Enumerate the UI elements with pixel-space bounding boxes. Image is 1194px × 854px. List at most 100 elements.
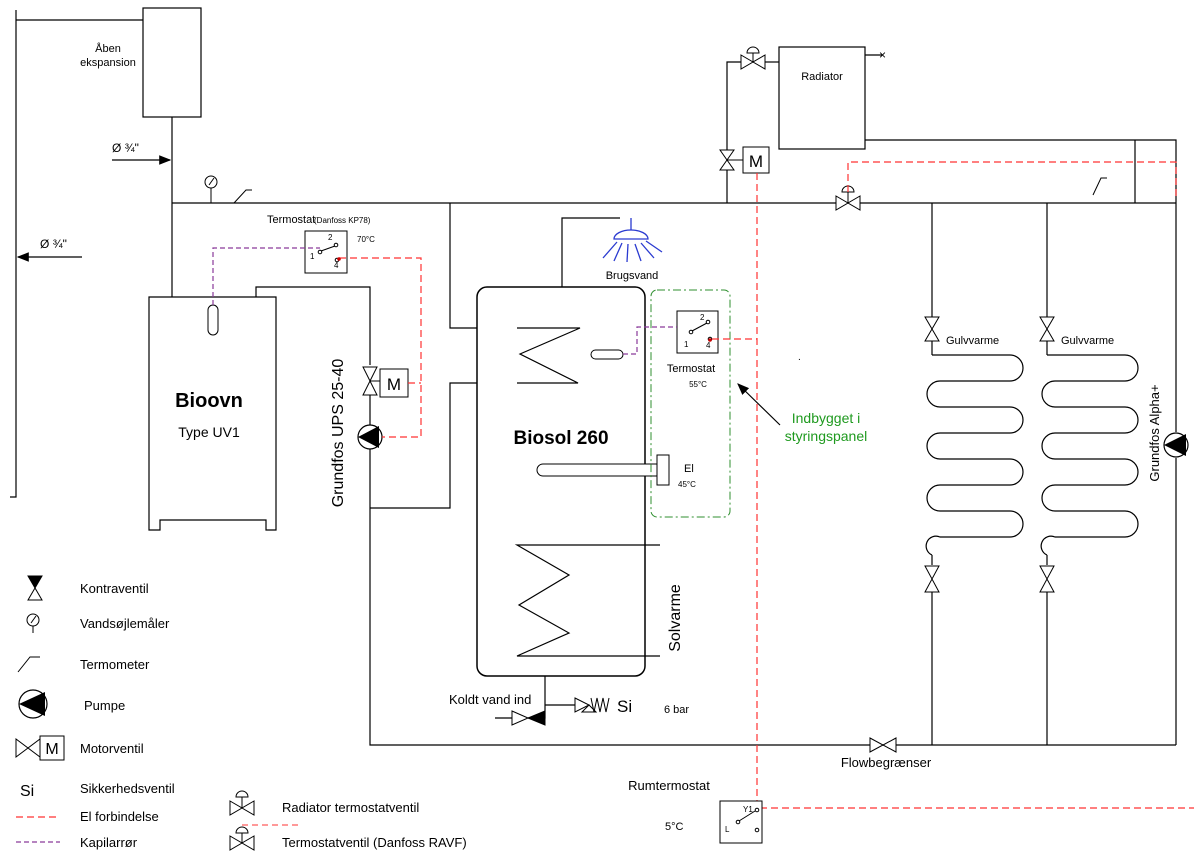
water-gauge-icon xyxy=(204,175,218,203)
electric-lines xyxy=(339,161,1194,809)
thermometer-icon xyxy=(233,189,252,204)
floor-heating-coil-1 xyxy=(925,354,1024,556)
contact-2-tank: 2 xyxy=(700,313,705,322)
room-thermostat-switch-icon xyxy=(735,807,760,833)
heater-element xyxy=(536,463,663,477)
stove xyxy=(148,296,277,531)
thermostat-top-switch-icon xyxy=(317,242,340,263)
expansion-tank xyxy=(142,7,202,118)
tank-name: Biosol 260 xyxy=(513,428,608,449)
room-contact-l: L xyxy=(725,825,730,834)
legend-radiator-thermostat-valve-icon xyxy=(229,790,255,816)
stove-motor-letter: M xyxy=(387,375,401,394)
radiator-motor-letter: M xyxy=(749,152,763,171)
pump-right-label: Grundfos Alpha+ xyxy=(1147,384,1162,481)
panel-label-2: styringspanel xyxy=(785,428,868,444)
legend-label-motor-valve: Motorventil xyxy=(80,741,144,756)
legend-thermostat-valve-icon xyxy=(229,826,255,851)
stove-name: Bioovn xyxy=(175,390,243,412)
inlet-size-label: Ø ¾" xyxy=(112,141,139,155)
legend-label-check-valve: Kontraventil xyxy=(80,581,149,596)
legend-label-safety-valve: Sikkerhedsventil xyxy=(80,781,175,796)
floor-valve-bottom-1-icon xyxy=(924,565,940,593)
floor-valve-bottom-2-icon xyxy=(1039,565,1055,593)
safety-valve-label: Si xyxy=(617,697,632,716)
legend-thermometer-icon xyxy=(17,656,40,673)
legend-pump-icon xyxy=(18,689,48,719)
contact-1-tank: 1 xyxy=(684,340,689,349)
thermostat-tank-temp: 55°C xyxy=(689,380,707,389)
solar-coil xyxy=(514,544,660,657)
room-contact-y1: Y1 xyxy=(743,805,753,814)
heater-temp: 45°C xyxy=(678,480,696,489)
stove-pump-icon xyxy=(357,424,383,450)
legend-check-valve-icon xyxy=(27,575,43,601)
panel-arrow xyxy=(737,383,781,426)
stove-motor-valve-icon xyxy=(362,366,409,398)
pressure-label: 6 bar xyxy=(664,704,689,716)
radiator-label: Radiator xyxy=(801,71,843,83)
contact-1-top: 1 xyxy=(310,252,315,261)
contact-4-tank: 4 xyxy=(706,341,711,350)
room-thermostat-box xyxy=(719,800,763,844)
legend-label-pump: Pumpe xyxy=(84,698,125,713)
safety-valve-icon xyxy=(574,697,610,713)
capillary-lines xyxy=(212,247,677,355)
legend-label-water-gauge: Vandsøjlemåler xyxy=(80,616,170,631)
legend-si-symbol: Si xyxy=(20,783,34,800)
contact-4-top: 4 xyxy=(334,261,339,270)
floor-valve-top-1-icon xyxy=(924,316,940,342)
floor-heating-coil-2 xyxy=(1040,354,1139,556)
thermometer-icon-right xyxy=(1092,177,1107,196)
tank-upper-coil xyxy=(517,327,581,384)
radiator-motor-valve-icon xyxy=(719,146,770,174)
thermostat-tank-label: Termostat xyxy=(667,363,715,375)
vent-icon: × xyxy=(879,48,886,62)
stove-type: Type UV1 xyxy=(178,424,240,440)
electric-terminals xyxy=(337,257,712,342)
pipe-network xyxy=(10,10,1177,746)
legend-label-radiator-valve: Radiator termostatventil xyxy=(282,800,419,815)
ravf-valve-icon xyxy=(835,185,861,211)
cold-in-label: Koldt vand ind xyxy=(449,692,531,707)
heater-head xyxy=(656,454,670,486)
outlet-size-label: Ø ¾" xyxy=(40,237,67,251)
legend-label-thermostat-valve: Termostatventil (Danfoss RAVF) xyxy=(282,835,467,850)
stove-sensor xyxy=(207,304,219,336)
legend: Kontraventil Vandsøjlemåler Termometer P… xyxy=(15,575,467,851)
thermostat-top-label: Termostat xyxy=(267,214,315,226)
radiator-thermostat-valve-icon xyxy=(740,46,766,70)
room-thermostat-temp: 5°C xyxy=(665,821,684,833)
heater-label: El xyxy=(684,463,694,475)
thermostat-tank-switch-icon xyxy=(688,319,713,342)
legend-motor-valve-icon xyxy=(15,735,65,761)
panel-label-1: Indbygget i xyxy=(792,410,861,426)
expansion-label-1: Åben xyxy=(95,42,121,55)
legend-label-capillary: Kapilarrør xyxy=(80,835,138,850)
legend-label-thermometer: Termometer xyxy=(80,657,150,672)
floor-heating-label-1: Gulvvarme xyxy=(946,335,999,347)
legend-motor-letter: M xyxy=(45,741,58,758)
solar-label: Solvarme xyxy=(667,584,684,652)
control-panel-outline xyxy=(650,289,731,518)
hot-water-label: Brugsvand xyxy=(606,270,659,282)
thermostat-tank-box xyxy=(676,310,719,354)
floor-valve-top-2-icon xyxy=(1039,316,1055,342)
cold-check-valve-icon xyxy=(511,710,546,726)
tank-sensor xyxy=(590,349,624,360)
radiator xyxy=(778,46,866,150)
legend-label-electric: El forbindelse xyxy=(80,809,159,824)
room-thermostat-label: Rumtermostat xyxy=(628,778,710,793)
expansion-label-2: ekspansion xyxy=(80,57,136,69)
thermostat-top-model: (Danfoss KP78) xyxy=(314,216,371,225)
legend-water-gauge-icon xyxy=(26,613,40,633)
tank xyxy=(476,286,646,677)
floor-pump-icon xyxy=(1163,432,1189,458)
thermostat-top-box xyxy=(304,230,348,274)
stray-dot: . xyxy=(798,352,801,363)
flow-limiter-label: Flowbegrænser xyxy=(841,755,932,770)
flow-limiter-icon xyxy=(869,737,897,753)
contact-2-top: 2 xyxy=(328,233,333,242)
floor-heating-label-2: Gulvvarme xyxy=(1061,335,1114,347)
